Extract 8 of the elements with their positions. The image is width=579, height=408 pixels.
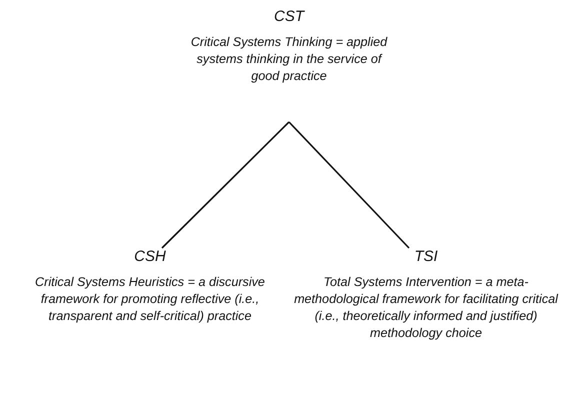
node-heading: CSH [133,248,167,266]
node-description: Critical Systems Thinking = applied systems thinking in the service of good practice [190,34,388,85]
node-description: Critical Systems Heuristics = a discursive framework for promoting reflective (i.e., transparent and self-critical) practice [34,274,266,325]
node-heading: TSI [413,248,439,266]
connector-line [161,121,290,249]
node-description: Total Systems Intervention = a meta-methodological framework for facilitating critical (i.e., theoretically informed and justified) methodology choice [293,274,560,342]
connector-line [288,121,410,249]
node-heading: CST [273,8,306,26]
